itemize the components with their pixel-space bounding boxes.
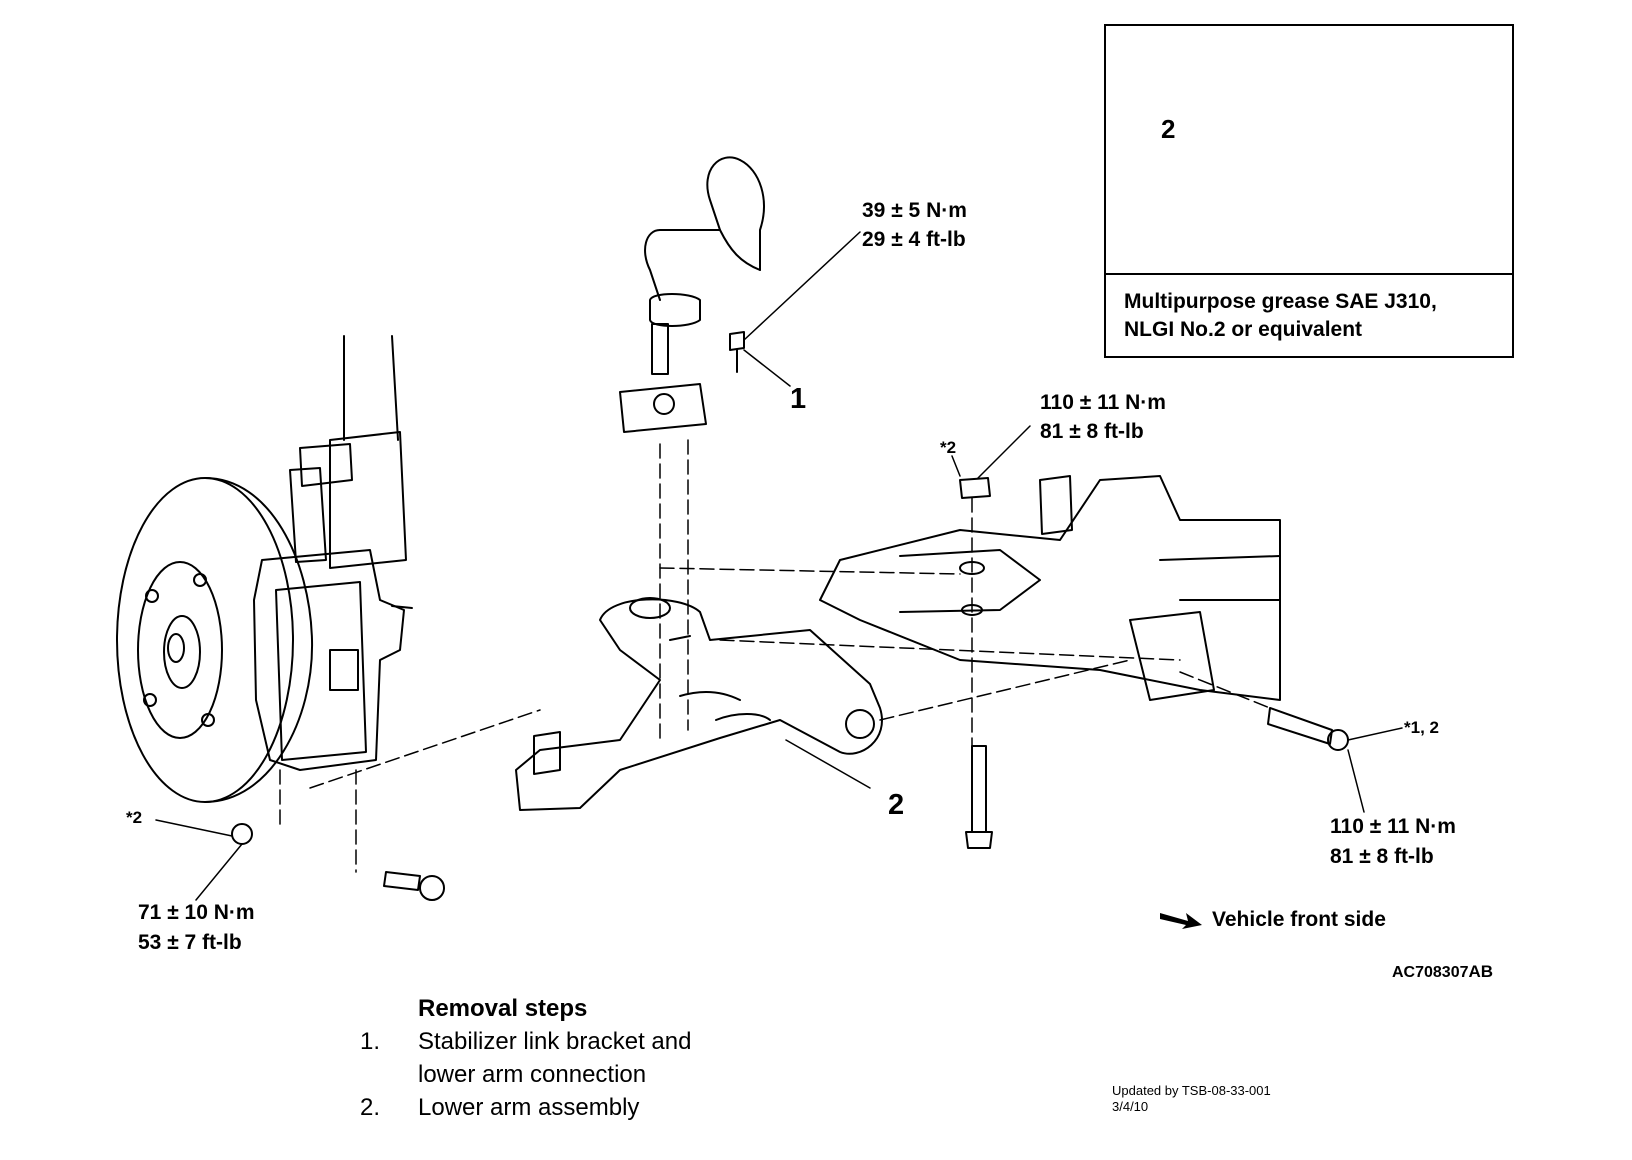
inset-divider: [1106, 273, 1512, 275]
figure-code-main: AC708307: [1392, 964, 1469, 981]
step-text: Lower arm assembly: [418, 1094, 640, 1121]
inset-part-number: 2: [1161, 114, 1176, 144]
vehicle-front-indicator: Vehicle front side: [1158, 908, 1386, 932]
torque-frame-ftlb: 81 ± 8 ft-lb: [1040, 420, 1144, 443]
stabilizer-bar: [644, 156, 765, 327]
torque-link-nm: 39 ± 5 N·m: [862, 199, 967, 222]
lower-arm: [515, 597, 883, 811]
update-line2: 3/4/10: [1112, 1099, 1149, 1114]
update-line1: Updated by TSB-08-33-001: [1112, 1083, 1271, 1098]
removal-steps: Removal steps 1. Stabilizer link bracket…: [360, 992, 691, 1124]
step-number: 2.: [360, 1094, 381, 1121]
step-text: Stabilizer link bracket and: [418, 1028, 692, 1055]
brake-caliper: [253, 549, 413, 771]
front-arrow-icon: [1160, 913, 1202, 929]
crossmember: [819, 475, 1281, 701]
inset-note: Multipurpose grease SAE J310, NLGI No.2 …: [1124, 288, 1437, 344]
step-text: lower arm connection: [418, 1061, 647, 1088]
dashed-guides: [279, 439, 1271, 873]
torque-link-ftlb: 29 ± 4 ft-lb: [862, 228, 966, 251]
strut: [289, 335, 407, 569]
inset-note-line1: Multipurpose grease SAE J310,: [1124, 290, 1437, 313]
star-marker-left: *2: [126, 808, 143, 827]
star-marker-bolt: *1, 2: [1404, 718, 1439, 737]
figure-code-suffix: AB: [1468, 962, 1494, 981]
torque-knuckle-nm: 71 ± 10 N·m: [138, 901, 255, 924]
leader-lines: [155, 231, 1403, 901]
removal-heading: Removal steps: [418, 995, 588, 1022]
torque-frame-nm: 110 ± 11 N·m: [1040, 391, 1166, 414]
removal-step: 2. Lower arm assembly: [360, 1091, 691, 1124]
torque-bolt-nm: 110 ± 11 N·m: [1330, 815, 1456, 838]
torque-bolt-ftlb: 81 ± 8 ft-lb: [1330, 845, 1434, 868]
stabilizer-link: [619, 323, 745, 433]
removal-step: 1. Stabilizer link bracket and lower arm…: [360, 1025, 691, 1091]
step-number: 1.: [360, 1028, 381, 1055]
inset-panel: 2 Multipurpose grease SAE J310, NLGI No.…: [1104, 24, 1514, 358]
star-marker-top: *2: [940, 438, 957, 457]
part-number-2: 2: [888, 789, 905, 821]
vehicle-front-label: Vehicle front side: [1212, 908, 1386, 931]
part-number-1: 1: [790, 383, 807, 415]
figure-code: AC708307AB: [1392, 962, 1493, 982]
inset-note-line2: NLGI No.2 or equivalent: [1124, 318, 1363, 341]
brake-rotor: [116, 477, 314, 803]
fasteners: [231, 477, 1349, 901]
torque-knuckle-ftlb: 53 ± 7 ft-lb: [138, 931, 242, 954]
update-note: Updated by TSB-08-33-001 3/4/10: [1112, 1083, 1271, 1115]
